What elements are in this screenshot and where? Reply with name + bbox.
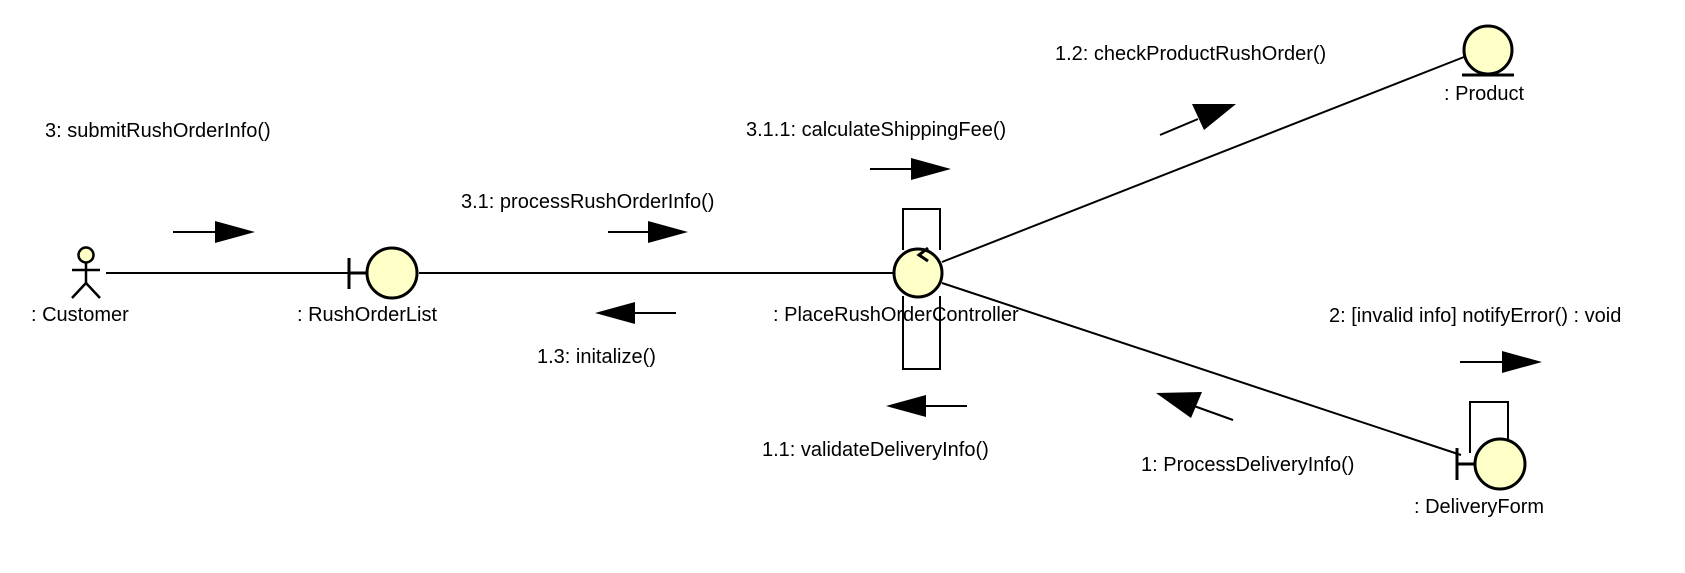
self-link-controller-top: [902, 208, 941, 250]
rushorderlist-label: : RushOrderList: [297, 304, 437, 326]
message-3-label: 3: submitRushOrderInfo(): [45, 120, 271, 142]
customer-actor-icon: [71, 246, 101, 299]
message-2-label: 2: [invalid info] notifyError() : void: [1329, 305, 1621, 327]
self-link-deliveryform: [1469, 401, 1509, 453]
rushorderlist-boundary-icon: [347, 246, 419, 300]
controller-label: : PlaceRushOrderController: [773, 304, 1019, 326]
message-3-1-label: 3.1: processRushOrderInfo(): [461, 191, 714, 213]
link-controller-product: [941, 56, 1465, 263]
message-3-1-1-label: 3.1.1: calculateShippingFee(): [746, 119, 1006, 141]
product-entity-icon: [1462, 24, 1514, 77]
message-2-arrow-icon: [1460, 351, 1542, 373]
message-1-label: 1: ProcessDeliveryInfo(): [1141, 454, 1354, 476]
customer-label: : Customer: [31, 304, 129, 326]
message-1-arrow-icon: [1156, 392, 1234, 421]
product-label: : Product: [1444, 83, 1524, 105]
controller-control-icon: [892, 246, 944, 299]
message-3-arrow-icon: [173, 221, 255, 243]
message-1-1-arrow-icon: [886, 395, 967, 417]
deliveryform-label: : DeliveryForm: [1414, 496, 1544, 518]
message-3-1-arrow-icon: [608, 221, 688, 243]
message-1-2-arrow-icon: [1159, 104, 1236, 136]
message-1-2-label: 1.2: checkProductRushOrder(): [1055, 43, 1326, 65]
message-1-3-label: 1.3: initalize(): [537, 346, 656, 368]
message-3-1-1-arrow-icon: [870, 158, 951, 180]
self-link-controller-bottom: [902, 296, 941, 370]
message-1-1-label: 1.1: validateDeliveryInfo(): [762, 439, 989, 461]
link-controller-deliveryform: [941, 282, 1462, 456]
deliveryform-boundary-icon: [1455, 437, 1527, 491]
message-1-3-arrow-icon: [595, 302, 676, 324]
